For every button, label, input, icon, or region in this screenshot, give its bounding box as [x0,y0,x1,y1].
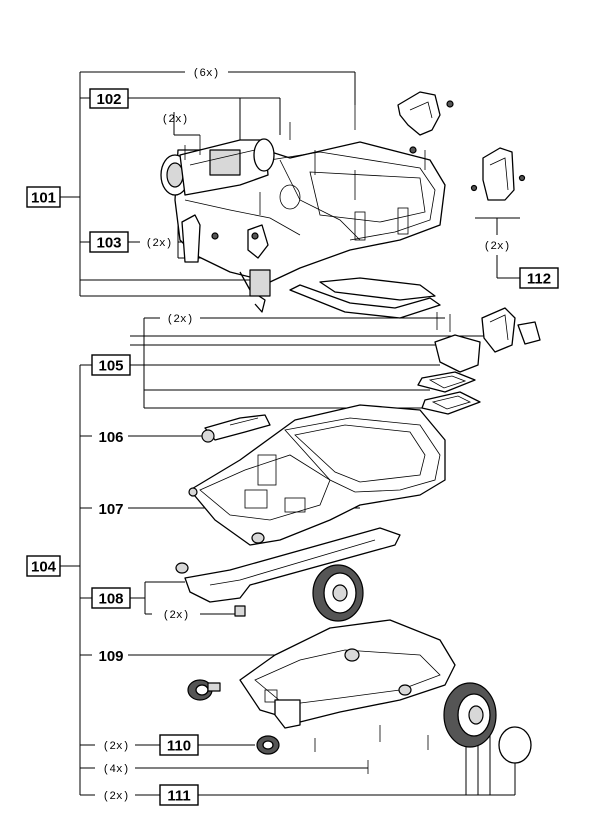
wheel-rear [312,564,364,622]
qty-2x-111: (2x) [103,791,129,803]
qty-2x-110: (2x) [103,741,129,753]
qty-4x: (4x) [103,764,129,776]
callout-108-text: 108 [98,591,123,608]
callout-107-text: 107 [98,501,123,518]
callout-108: 108 [91,587,131,609]
callout-112-text: 112 [527,271,551,288]
part-108 [175,527,401,617]
qty-2x-103: (2x) [146,238,172,250]
callout-107: 107 [98,501,123,518]
part-106 [201,414,271,443]
callout-104-text: 104 [31,559,57,576]
base-chassis-107 [188,404,446,546]
callout-111-text: 111 [167,788,190,805]
wheel-front-111 [443,682,532,764]
callout-106-text: 106 [98,429,123,446]
callout-102-text: 102 [96,91,121,108]
qty-2x-105: (2x) [167,314,193,326]
base-plate-109 [239,619,456,729]
qty-2x-108: (2x) [163,610,189,622]
callout-106: 106 [98,429,123,446]
caster-wheel [187,679,280,755]
bracket-112 [470,147,526,201]
callout-109: 109 [98,648,123,665]
latch-parts-103 [181,214,269,263]
screws-upper [184,105,426,215]
callout-101: 101 [26,186,61,208]
motor-assembly [160,138,275,196]
screws-lower [314,725,429,774]
callout-110: 110 [159,734,199,756]
callout-103: 103 [89,231,129,253]
callout-110-text: 110 [167,738,191,755]
qty-2x-112: (2x) [484,241,510,253]
filter-parts-105 [417,307,541,415]
callout-105-text: 105 [98,358,123,375]
handle-bracket-102 [397,91,454,154]
callout-109-text: 109 [98,648,123,665]
qty-2x-motor: (2x) [162,114,188,126]
callout-111: 111 [159,784,199,806]
callout-102: 102 [89,88,129,109]
callout-104: 104 [26,555,61,577]
callout-101-text: 101 [31,190,56,207]
qty-6x: (6x) [193,68,219,80]
callout-103-text: 103 [96,235,121,252]
callout-112: 112 [519,267,559,289]
callout-105: 105 [91,354,131,376]
